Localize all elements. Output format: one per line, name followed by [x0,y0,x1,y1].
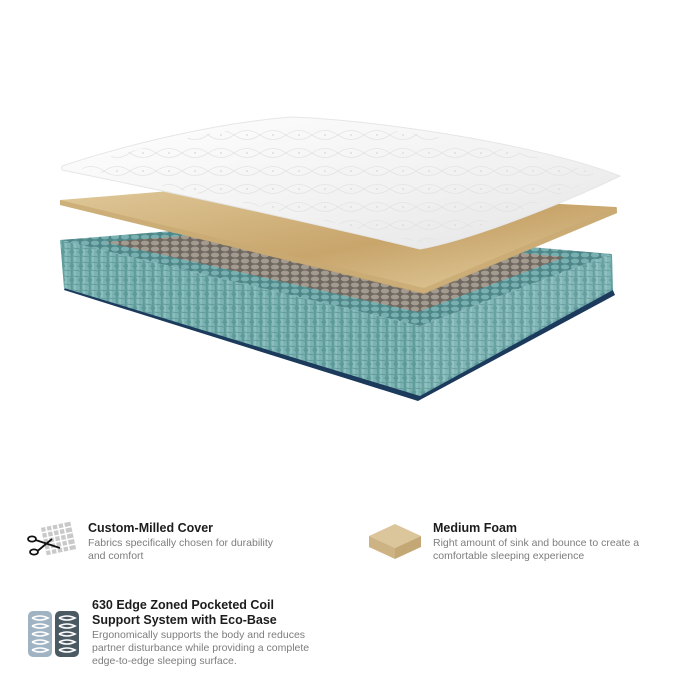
pocketed-coil-icon [26,609,82,664]
feature-description-line: partner disturbance while providing a co… [92,642,310,654]
feature-title: Custom-Milled Cover [88,521,214,535]
coil-front-face [60,240,420,396]
feature-description-line: Fabrics specifically chosen for durabili… [88,537,273,549]
feature-custom-milled-cover: Custom-Milled Cover Fabrics specifically… [26,521,326,568]
feature-pocketed-coil-system: 630 Edge Zoned Pocketed Coil Support Sys… [26,598,336,668]
mattress-illustration-svg [60,116,622,401]
feature-title: Medium Foam [433,521,518,535]
feature-title-line: 630 Edge Zoned Pocketed Coil [92,598,274,612]
mattress-layers-illustration [60,116,622,401]
coil-side-face [420,254,613,396]
feature-title-line: Support System with Eco-Base [92,613,277,627]
feature-description-line: Right amount of sink and bounce to creat… [433,537,640,549]
feature-description-line: edge-to-edge sleeping surface. [92,655,237,667]
scissors-fabric-icon [26,521,78,568]
feature-description-line: Ergonomically supports the body and redu… [92,629,306,641]
feature-description-line: and comfort [88,550,144,562]
feature-medium-foam: Medium Foam Right amount of sink and bou… [367,521,687,566]
feature-description-line: comfortable sleeping experience [433,550,585,562]
foam-block-icon [367,521,423,566]
